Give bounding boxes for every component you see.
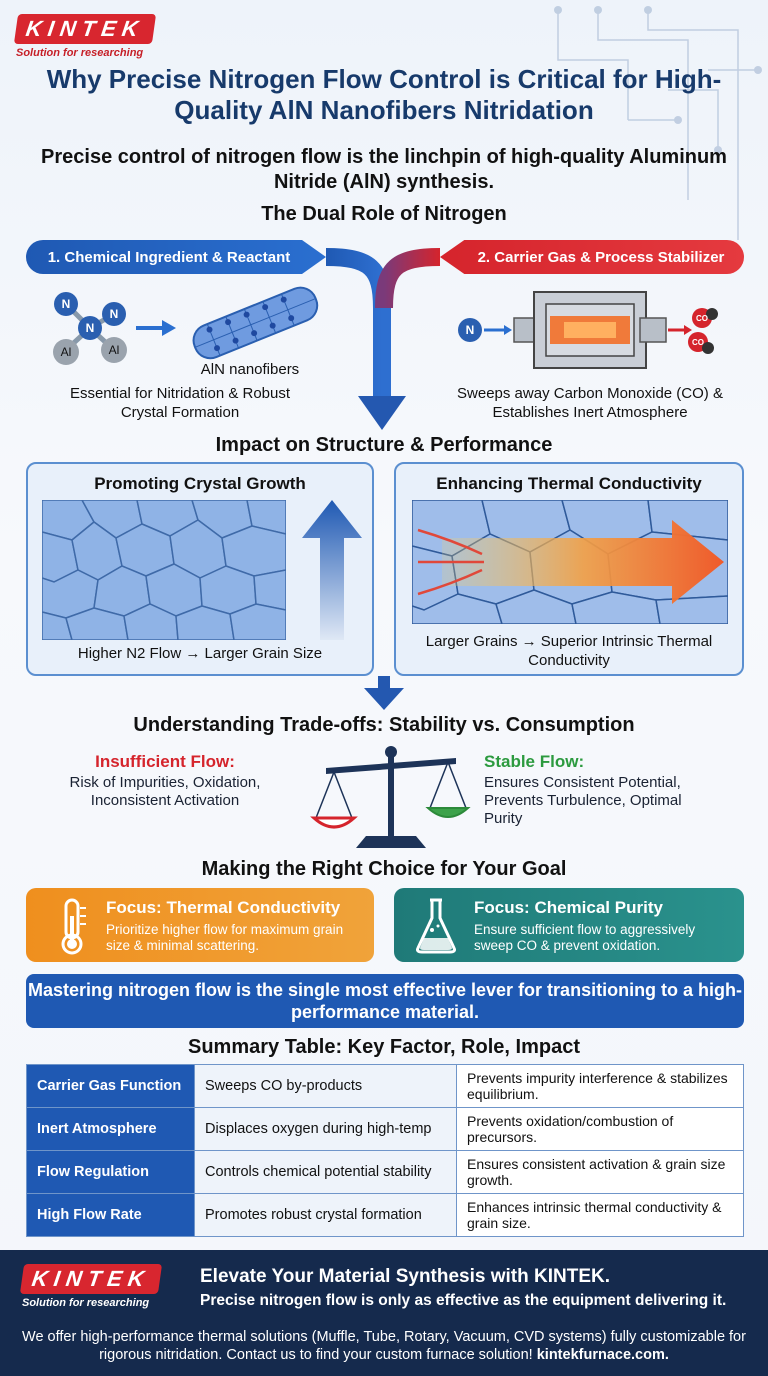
crystal-growth-caption: Higher N2 Flow → Larger Grain Size <box>77 645 323 662</box>
summary-table: Carrier Gas Function Sweeps CO by-produc… <box>26 1064 744 1237</box>
tube-furnace-illustration: N <box>458 291 692 369</box>
footer: KINTEK Solution for researching Elevate … <box>0 1250 768 1376</box>
kintek-logo: KINTEK Solution for researching <box>13 14 166 59</box>
role2-caption: Sweeps away Carbon Monoxide (CO) & Estab… <box>457 385 723 421</box>
role2-banner: 2. Carrier Gas & Process Stabilizer <box>440 240 744 274</box>
factor-cell: Flow Regulation <box>26 1150 195 1194</box>
insufficient-flow-text: Risk of Impurities, Oxidation, Inconsist… <box>69 774 261 809</box>
svg-text:N: N <box>110 307 119 321</box>
page-title: Why Precise Nitrogen Flow Control is Cri… <box>46 64 722 125</box>
growth-up-arrow <box>302 500 362 640</box>
thermal-conductivity-caption: Larger Grains → Superior Intrinsic Therm… <box>425 633 713 669</box>
factor-cell: Inert Atmosphere <box>26 1107 195 1151</box>
website-link[interactable]: kintekfurnace.com. <box>536 1347 669 1363</box>
purity-goal-card: Focus: Chemical Purity Ensure sufficient… <box>394 888 744 962</box>
footer-logo-tagline: Solution for researching <box>22 1297 150 1309</box>
aln-nanofibers-label: AlN nanofibers <box>200 361 300 378</box>
table-row: Carrier Gas Function Sweeps CO by-produc… <box>26 1064 744 1108</box>
factor-cell: Carrier Gas Function <box>26 1064 195 1108</box>
lead-statement: Precise control of nitrogen flow is the … <box>41 146 727 193</box>
svg-text:CO: CO <box>692 338 704 347</box>
table-row: High Flow Rate Promotes robust crystal f… <box>26 1193 744 1237</box>
role-cell: Promotes robust crystal formation <box>194 1193 457 1237</box>
balance-scale-icon <box>310 746 471 848</box>
insufficient-flow-block: Insufficient Flow: Risk of Impurities, O… <box>40 752 290 810</box>
thermal-goal-text: Prioritize higher flow for maximum grain… <box>106 922 344 953</box>
dual-role-flow-arrow <box>325 248 441 430</box>
role-cell: Controls chemical potential stability <box>194 1150 457 1194</box>
thermal-conductivity-card: Enhancing Thermal Conductivity Larger Gr… <box>394 462 744 676</box>
thermal-goal-card: Focus: Thermal Conductivity Prioritize h… <box>26 888 374 962</box>
footer-subheadline: Precise nitrogen flow is only as effecti… <box>200 1292 727 1309</box>
svg-text:Al: Al <box>61 345 72 359</box>
thermometer-icon <box>61 898 86 955</box>
role1-banner: 1. Chemical Ingredient & Reactant <box>26 240 326 274</box>
table-row: Flow Regulation Controls chemical potent… <box>26 1150 744 1194</box>
table-row: Inert Atmosphere Displaces oxygen during… <box>26 1107 744 1151</box>
dual-role-title: The Dual Role of Nitrogen <box>261 203 507 225</box>
impact-cell: Ensures consistent activation & grain si… <box>456 1150 744 1194</box>
impact-title: Impact on Structure & Performance <box>215 434 553 456</box>
choice-title: Making the Right Choice for Your Goal <box>201 858 567 880</box>
atoms-illustration: N N N Al Al <box>53 292 127 365</box>
svg-text:CO: CO <box>696 314 708 323</box>
down-arrow-connector <box>364 676 404 710</box>
footer-kintek-logo: KINTEK Solution for researching <box>19 1264 172 1309</box>
footer-logo-wordmark: KINTEK <box>19 1264 162 1294</box>
stable-flow-label: Stable Flow: <box>484 752 585 771</box>
impact-cell: Prevents oxidation/combustion of precurs… <box>456 1107 744 1151</box>
role-cell: Sweeps CO by-products <box>194 1064 457 1108</box>
footer-body-text: We offer high-performance thermal soluti… <box>22 1329 746 1363</box>
co-molecules-icon: CO CO <box>688 308 718 354</box>
purity-goal-title: Focus: Chemical Purity <box>474 898 663 917</box>
aln-nanofiber-icon <box>192 286 319 360</box>
factor-cell: High Flow Rate <box>26 1193 195 1237</box>
crystal-growth-title: Promoting Crystal Growth <box>94 474 306 493</box>
grain-micrograph <box>42 500 286 640</box>
footer-headline: Elevate Your Material Synthesis with KIN… <box>200 1266 611 1287</box>
circuit-decoration <box>554 6 762 240</box>
purity-goal-text: Ensure sufficient flow to aggressively s… <box>474 922 696 953</box>
role1-caption: Essential for Nitridation & Robust Cryst… <box>69 385 291 421</box>
impact-cell: Prevents impurity interference & stabili… <box>456 1064 744 1108</box>
svg-text:Al: Al <box>109 343 120 357</box>
summary-title: Summary Table: Key Factor, Role, Impact <box>188 1036 580 1058</box>
crystal-growth-card: Promoting Crystal Growth <box>26 462 374 676</box>
footer-body: We offer high-performance thermal soluti… <box>20 1328 748 1364</box>
thermal-conductivity-title: Enhancing Thermal Conductivity <box>436 474 702 493</box>
logo-wordmark: KINTEK <box>13 14 156 44</box>
stable-flow-text: Ensures Consistent Potential, Prevents T… <box>484 774 682 827</box>
stable-flow-block: Stable Flow: Ensures Consistent Potentia… <box>484 752 734 828</box>
thermal-goal-title: Focus: Thermal Conductivity <box>106 898 341 917</box>
thermal-grain-illustration <box>412 500 728 624</box>
mastery-banner: Mastering nitrogen flow is the single mo… <box>26 974 744 1028</box>
svg-text:N: N <box>86 321 95 335</box>
svg-text:N: N <box>466 323 475 337</box>
logo-tagline: Solution for researching <box>16 47 144 59</box>
reaction-arrow-icon <box>136 320 176 336</box>
flask-icon <box>416 898 456 954</box>
svg-text:N: N <box>62 297 71 311</box>
impact-cell: Enhances intrinsic thermal conductivity … <box>456 1193 744 1237</box>
role-cell: Displaces oxygen during high-temp <box>194 1107 457 1151</box>
insufficient-flow-label: Insufficient Flow: <box>95 752 235 771</box>
tradeoffs-title: Understanding Trade-offs: Stability vs. … <box>133 714 635 736</box>
